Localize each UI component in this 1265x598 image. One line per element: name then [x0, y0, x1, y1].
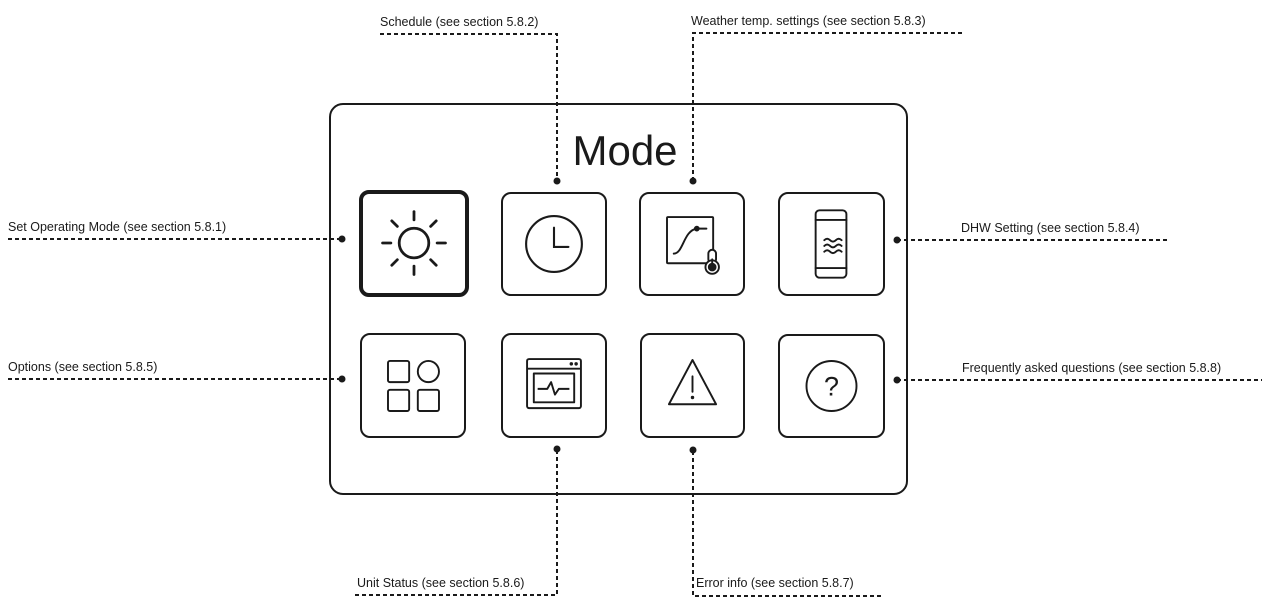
weather-curve-thermometer-icon — [666, 216, 720, 275]
sun-icon — [381, 210, 447, 276]
tile-weather-temp[interactable] — [639, 192, 745, 296]
warning-triangle-icon — [667, 359, 718, 406]
callout-schedule: Schedule (see section 5.8.2) — [380, 15, 539, 29]
screen-title: Mode — [572, 127, 678, 174]
grid-options-icon — [387, 360, 440, 412]
callout-weather-temp: Weather temp. settings (see section 5.8.… — [691, 14, 926, 28]
callout-operating-mode: Set Operating Mode (see section 5.8.1) — [8, 220, 227, 234]
display-screen-frame — [329, 103, 908, 495]
tile-error-info[interactable] — [640, 333, 745, 438]
callout-faq: Frequently asked questions (see section … — [962, 361, 1222, 375]
status-monitor-icon — [526, 358, 582, 410]
tile-schedule[interactable] — [501, 192, 607, 296]
tile-dhw-setting[interactable] — [778, 192, 885, 296]
tile-options[interactable] — [360, 333, 466, 438]
question-circle-icon: ? — [805, 360, 858, 412]
clock-icon — [525, 215, 583, 273]
callout-unit-status: Unit Status (see section 5.8.6) — [357, 576, 525, 590]
water-tank-icon — [814, 209, 848, 279]
callout-error-info: Error info (see section 5.8.7) — [696, 576, 854, 590]
tile-operating-mode[interactable] — [359, 190, 469, 297]
tile-unit-status[interactable] — [501, 333, 607, 438]
callout-options: Options (see section 5.8.5) — [8, 360, 158, 374]
callout-dhw-setting: DHW Setting (see section 5.8.4) — [961, 221, 1140, 235]
svg-text:?: ? — [824, 372, 839, 402]
tile-faq[interactable]: ? — [778, 334, 885, 438]
